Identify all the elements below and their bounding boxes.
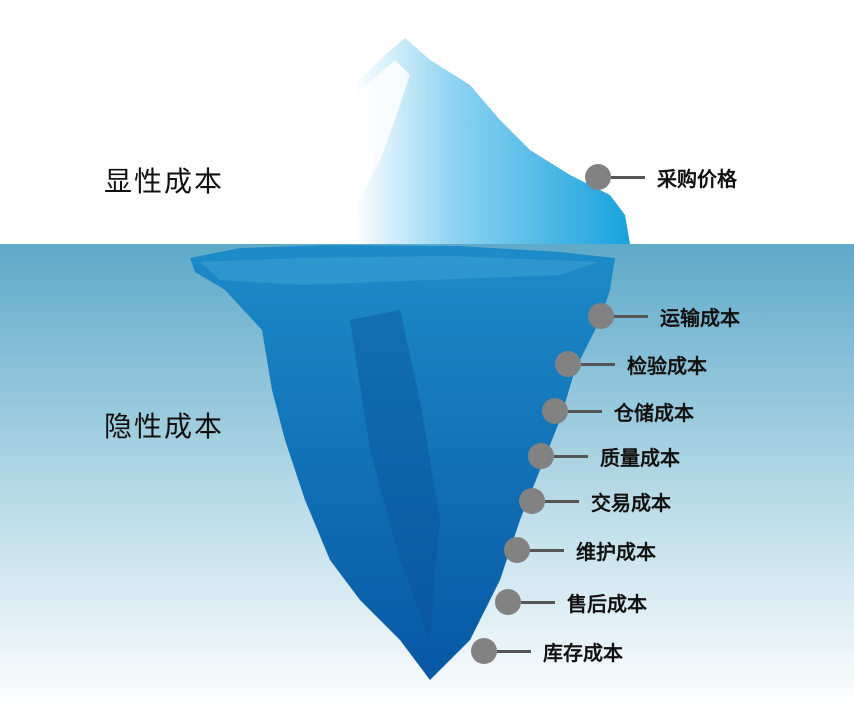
iceberg-underwater [190,245,615,680]
visible-cost-label: 显性成本 [104,165,225,198]
marker-dot [542,398,568,424]
marker-line [611,175,645,179]
marker-dot [504,537,530,563]
marker-label: 检验成本 [627,353,707,378]
marker-line [568,409,602,413]
marker-label: 运输成本 [660,305,740,330]
marker-dot [555,351,581,377]
marker-label: 仓储成本 [614,400,694,425]
marker-dot [519,488,545,514]
marker-label: 交易成本 [591,490,671,515]
hidden-cost-label: 隐性成本 [104,410,225,443]
marker-after-sales-cost: 售后成本 [495,589,647,616]
marker-line [545,499,579,503]
marker-dot [471,638,497,664]
marker-quality-cost: 质量成本 [528,443,680,470]
marker-line [581,362,615,366]
marker-label: 质量成本 [600,445,680,470]
marker-dot [588,303,614,329]
marker-maintenance-cost: 维护成本 [504,537,656,564]
marker-label: 售后成本 [567,591,647,616]
marker-label: 采购价格 [657,166,737,191]
marker-dot [528,443,554,469]
marker-purchase-price: 采购价格 [585,164,737,191]
marker-storage-cost: 仓储成本 [542,398,694,425]
marker-line [530,548,564,552]
marker-line [554,454,588,458]
marker-label: 维护成本 [576,539,656,564]
marker-line [497,649,531,653]
marker-inspection-cost: 检验成本 [555,351,707,378]
marker-dot [585,164,611,190]
marker-line [614,314,648,318]
marker-transaction-cost: 交易成本 [519,488,671,515]
marker-label: 库存成本 [543,640,623,665]
marker-dot [495,589,521,615]
marker-line [521,600,555,604]
marker-inventory-cost: 库存成本 [471,638,623,665]
marker-transport-cost: 运输成本 [588,303,740,330]
